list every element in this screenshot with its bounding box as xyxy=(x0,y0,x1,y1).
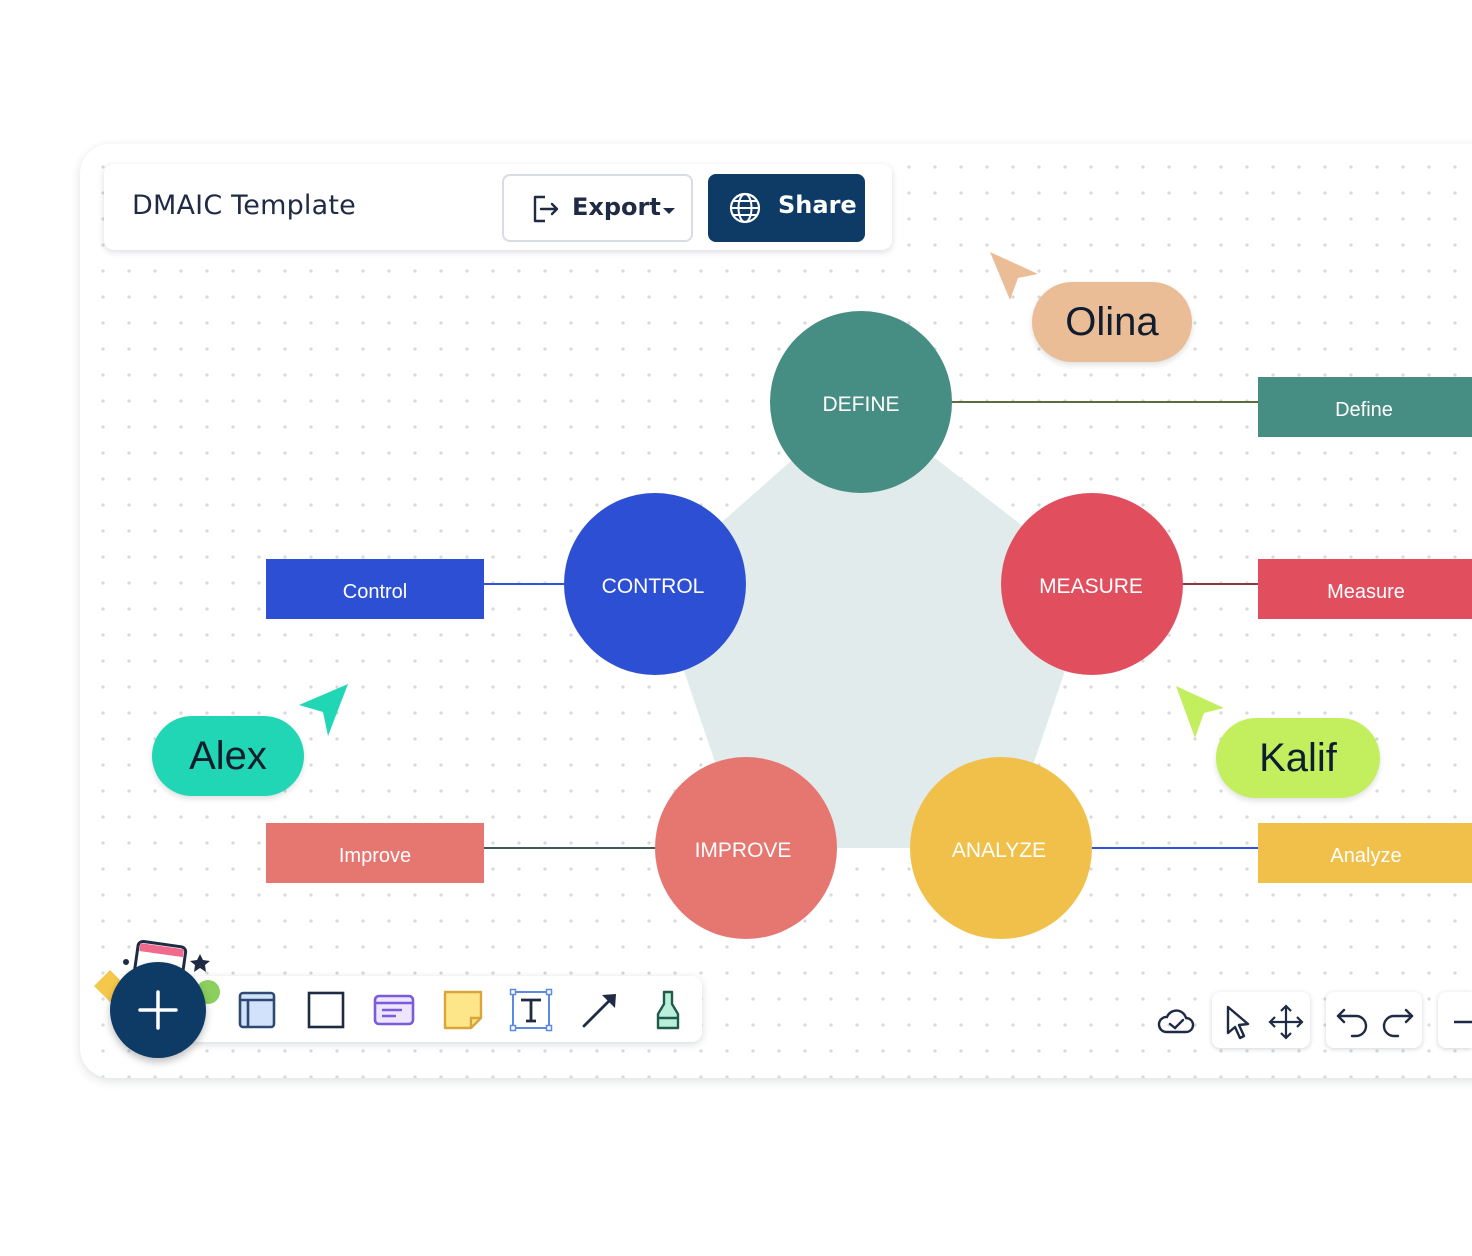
define-circle[interactable]: DEFINE xyxy=(770,311,952,493)
improve-box-label: Improve xyxy=(339,845,411,867)
measure-circle[interactable]: MEASURE xyxy=(1001,493,1183,675)
control-circle-label: CONTROL xyxy=(602,575,705,598)
cloud-saved-icon[interactable] xyxy=(1156,1002,1196,1042)
select-cursor-icon[interactable] xyxy=(1218,1002,1258,1042)
zoom-out-icon[interactable] xyxy=(1448,1002,1472,1042)
define-box-label: Define xyxy=(1335,399,1393,421)
card-icon[interactable] xyxy=(372,988,416,1032)
analyze-box-label: Analyze xyxy=(1330,845,1401,867)
control-box[interactable]: Control xyxy=(266,559,484,619)
olina-cursor-icon xyxy=(990,252,1038,300)
add-button[interactable] xyxy=(110,962,206,1058)
undo-icon[interactable] xyxy=(1332,1002,1372,1042)
globe-icon xyxy=(729,192,761,224)
analyze-circle[interactable]: ANALYZE xyxy=(910,757,1092,939)
export-button[interactable]: Export xyxy=(502,174,693,242)
alex-cursor-icon xyxy=(299,684,348,736)
redo-icon[interactable] xyxy=(1378,1002,1418,1042)
export-icon xyxy=(533,195,559,223)
measure-box-label: Measure xyxy=(1327,581,1405,603)
highlighter-icon[interactable] xyxy=(646,988,690,1032)
measure-box[interactable]: Measure xyxy=(1258,559,1472,619)
rectangle-icon[interactable] xyxy=(304,988,348,1032)
measure-circle-label: MEASURE xyxy=(1039,575,1143,598)
sticky-note-icon[interactable] xyxy=(441,988,485,1032)
share-button[interactable]: Share xyxy=(708,174,865,242)
frame-icon[interactable] xyxy=(236,988,280,1032)
kalif-cursor-icon xyxy=(1176,686,1224,738)
pan-icon[interactable] xyxy=(1266,1002,1306,1042)
zoom-controls xyxy=(1438,992,1472,1048)
add-icon xyxy=(138,990,178,1030)
document-title[interactable]: DMAIC Template xyxy=(132,190,356,221)
control-circle[interactable]: CONTROL xyxy=(564,493,746,675)
improve-box[interactable]: Improve xyxy=(266,823,484,883)
collaborator-alex: Alex xyxy=(152,716,304,796)
improve-circle-label: IMPROVE xyxy=(695,839,792,862)
center-pentagon[interactable] xyxy=(654,400,1095,848)
export-label: Export xyxy=(572,193,661,221)
arrow-icon[interactable] xyxy=(578,988,622,1032)
control-box-label: Control xyxy=(343,581,407,603)
analyze-circle-label: ANALYZE xyxy=(952,839,1046,862)
define-box[interactable]: Define xyxy=(1258,377,1472,437)
text-icon[interactable] xyxy=(509,988,553,1032)
chevron-down-icon xyxy=(663,208,675,214)
collaborator-kalif: Kalif xyxy=(1216,718,1380,798)
improve-circle[interactable]: IMPROVE xyxy=(655,757,837,939)
share-label: Share xyxy=(778,191,857,219)
define-circle-label: DEFINE xyxy=(822,393,899,416)
analyze-box[interactable]: Analyze xyxy=(1258,823,1472,883)
collaborator-olina: Olina xyxy=(1032,282,1192,362)
